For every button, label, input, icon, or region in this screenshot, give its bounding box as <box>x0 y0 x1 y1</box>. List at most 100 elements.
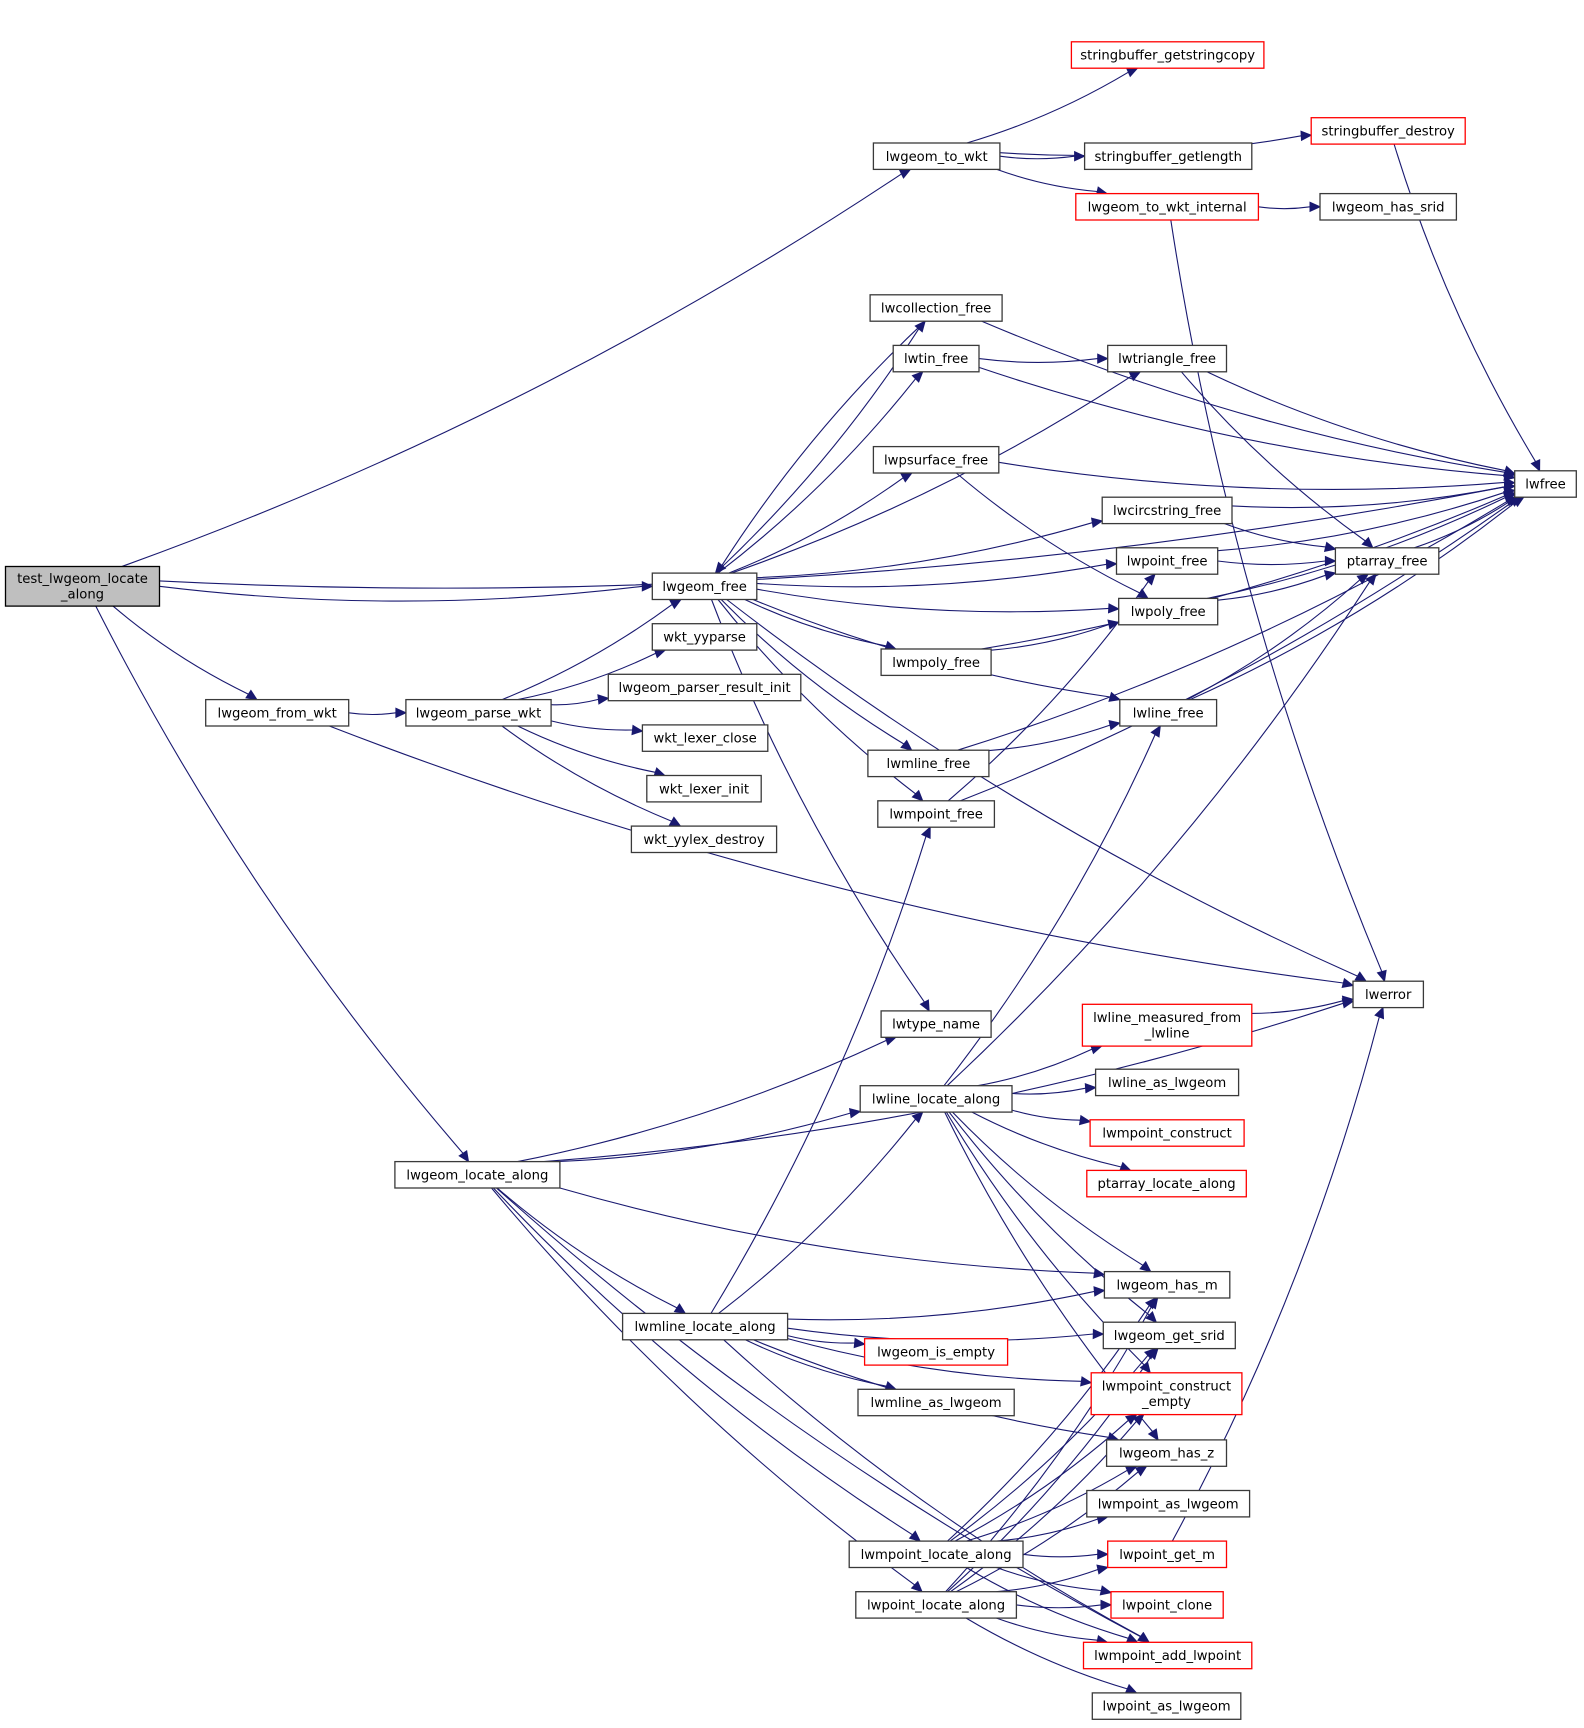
node-lwmline-free[interactable]: lwmline_free <box>867 749 990 778</box>
node-lwpoint-get-m[interactable]: lwpoint_get_m <box>1107 1540 1228 1569</box>
node-lwmline-locate-along[interactable]: lwmline_locate_along <box>621 1312 789 1341</box>
node-label: lwgeom_get_srid <box>1114 1329 1225 1344</box>
arrowhead-icon <box>641 581 654 592</box>
edge-line <box>720 599 905 745</box>
node-lwgeom-to-wkt[interactable]: lwgeom_to_wkt <box>872 142 1001 171</box>
edge-lwgeom_locate_along-to-lwpoint_locate_along <box>491 1187 923 1593</box>
node-lwline-free[interactable]: lwline_free <box>1119 698 1218 727</box>
edge-lwgeom_to_wkt_internal-to-lwerror <box>1170 219 1387 983</box>
arrowhead-icon <box>1150 724 1161 738</box>
edge-line <box>517 725 656 773</box>
node-lwmpoly-free[interactable]: lwmpoly_free <box>880 648 992 677</box>
node-lwcircstring-free[interactable]: lwcircstring_free <box>1101 496 1233 525</box>
node-box <box>1105 1439 1228 1467</box>
edge-line <box>1231 486 1505 509</box>
edge-lwline_locate_along-to-ptarray_locate_along <box>971 1111 1132 1172</box>
edge-line <box>955 472 1140 594</box>
edge-line <box>710 836 927 1314</box>
node-lwmpoint-add-lwpoint[interactable]: lwmpoint_add_lwpoint <box>1082 1641 1253 1670</box>
node-lwmline-as-lwgeom[interactable]: lwmline_as_lwgeom <box>857 1388 1015 1417</box>
node-lwgeom-parse-wkt[interactable]: lwgeom_parse_wkt <box>405 698 552 727</box>
node-lwcollection-free[interactable]: lwcollection_free <box>869 294 1003 322</box>
edge-line <box>496 1187 1141 1638</box>
edge-lwmpoint_locate_along-to-lwpoint_get_m <box>1022 1549 1109 1560</box>
node-lwtype-name[interactable]: lwtype_name <box>880 1010 992 1038</box>
node-box <box>880 1010 992 1038</box>
edge-line <box>943 734 1156 1087</box>
node-label: lwgeom_locate_along <box>406 1168 548 1183</box>
edge-lwmline_locate_along-to-lwmpoint_add_lwpoint <box>723 1339 1151 1644</box>
edge-line <box>1217 574 1326 601</box>
node-box <box>646 774 762 803</box>
arrowhead-icon <box>631 724 644 736</box>
node-lwgeom-locate-along[interactable]: lwgeom_locate_along <box>394 1160 561 1189</box>
edge-lwcircstring_free-to-ptarray_free <box>1224 523 1337 552</box>
edge-lwgeom_free-to-lwtin_free <box>717 370 924 574</box>
edge-lwline_locate_along-to-lwline_free <box>943 724 1161 1087</box>
node-lwline-measured-from-lwline[interactable]: lwline_measured_from_lwline <box>1081 1003 1253 1047</box>
node-ptarray-free[interactable]: ptarray_free <box>1334 547 1440 575</box>
node-label: wkt_yyparse <box>663 631 746 646</box>
node-box <box>651 623 758 651</box>
edge-root-to-lwgeom_free <box>159 581 654 602</box>
arrowhead-icon <box>1084 1082 1097 1094</box>
node-label: _lwline <box>1144 1027 1190 1042</box>
node-label: _empty <box>1141 1395 1191 1410</box>
arrowhead-icon <box>669 598 683 610</box>
node-lwmpoint-locate-along[interactable]: lwmpoint_locate_along <box>848 1540 1024 1569</box>
node-lwtin-free[interactable]: lwtin_free <box>892 344 980 373</box>
node-root[interactable]: test_lwgeom_locate_along <box>4 565 161 607</box>
node-lwpsurface-free[interactable]: lwpsurface_free <box>872 445 1000 474</box>
node-label: lwmline_free <box>887 757 971 772</box>
node-box <box>205 698 350 727</box>
node-stringbuffer-destroy[interactable]: stringbuffer_destroy <box>1310 117 1466 145</box>
node-lwpoint-clone[interactable]: lwpoint_clone <box>1110 1591 1224 1619</box>
node-lwpoint-locate-along[interactable]: lwpoint_locate_along <box>855 1591 1018 1619</box>
node-lwmpoint-as-lwgeom[interactable]: lwmpoint_as_lwgeom <box>1086 1489 1251 1518</box>
node-label: lwpoint_as_lwgeom <box>1103 1700 1231 1715</box>
node-lwmpoint-construct[interactable]: lwmpoint_construct <box>1089 1119 1245 1147</box>
node-lwfree[interactable]: lwfree <box>1514 470 1577 498</box>
node-wkt-lexer-close[interactable]: wkt_lexer_close <box>641 724 769 752</box>
node-lwpoint-as-lwgeom[interactable]: lwpoint_as_lwgeom <box>1091 1692 1242 1720</box>
node-label: lwgeom_to_wkt_internal <box>1088 200 1247 215</box>
node-stringbuffer-getstringcopy[interactable]: stringbuffer_getstringcopy <box>1070 41 1265 69</box>
node-wkt-yyparse[interactable]: wkt_yyparse <box>651 623 758 651</box>
edge-root-to-lwgeom_from_wkt <box>112 605 258 701</box>
edge-line <box>95 605 464 1154</box>
node-lwtriangle-free[interactable]: lwtriangle_free <box>1107 344 1228 373</box>
node-lwline-locate-along[interactable]: lwline_locate_along <box>859 1085 1013 1113</box>
node-lwpoint-free[interactable]: lwpoint_free <box>1115 547 1219 575</box>
node-ptarray-locate-along[interactable]: ptarray_locate_along <box>1086 1169 1247 1198</box>
edge-lwcircstring_free-to-lwfree <box>1231 481 1516 509</box>
node-wkt-yylex-destroy[interactable]: wkt_yylex_destroy <box>630 825 778 854</box>
node-lwpoly-free[interactable]: lwpoly_free <box>1118 597 1219 626</box>
node-lwerror[interactable]: lwerror <box>1352 980 1425 1009</box>
node-lwmpoint-free[interactable]: lwmpoint_free <box>877 800 996 828</box>
node-lwmpoint-construct-empty[interactable]: lwmpoint_construct_empty <box>1090 1372 1243 1416</box>
edge-line <box>550 720 633 731</box>
node-stringbuffer-getlength[interactable]: stringbuffer_getlength <box>1083 142 1253 171</box>
node-box <box>1089 1119 1245 1147</box>
node-lwgeom-from-wkt[interactable]: lwgeom_from_wkt <box>205 698 350 727</box>
arrowhead-icon <box>1323 541 1337 552</box>
node-lwgeom-has-z[interactable]: lwgeom_has_z <box>1105 1439 1228 1467</box>
node-lwgeom-has-m[interactable]: lwgeom_has_m <box>1103 1270 1231 1299</box>
node-lwgeom-get-srid[interactable]: lwgeom_get_srid <box>1102 1321 1236 1350</box>
edge-lwpoint_get_m-to-lwerror <box>1171 1006 1385 1542</box>
node-label: lwpoint_clone <box>1122 1599 1212 1614</box>
arrowhead-icon <box>1097 1549 1109 1560</box>
node-lwline-as-lwgeom[interactable]: lwline_as_lwgeom <box>1094 1068 1240 1097</box>
node-lwgeom-to-wkt-internal[interactable]: lwgeom_to_wkt_internal <box>1075 192 1260 221</box>
node-box <box>1070 41 1265 69</box>
node-lwgeom-has-srid[interactable]: lwgeom_has_srid <box>1319 192 1458 221</box>
arrowhead-icon <box>1074 150 1086 162</box>
node-lwgeom-parser-result-init[interactable]: lwgeom_parser_result_init <box>607 673 802 702</box>
node-wkt-lexer-init[interactable]: wkt_lexer_init <box>646 774 762 803</box>
edge-line <box>1011 1109 1081 1121</box>
edge-line <box>988 724 1111 752</box>
node-lwgeom-free[interactable]: lwgeom_free <box>651 572 758 601</box>
node-lwgeom-is-empty[interactable]: lwgeom_is_empty <box>863 1338 1009 1366</box>
node-label: lwgeom_to_wkt <box>886 150 988 165</box>
edge-line <box>991 623 1110 651</box>
